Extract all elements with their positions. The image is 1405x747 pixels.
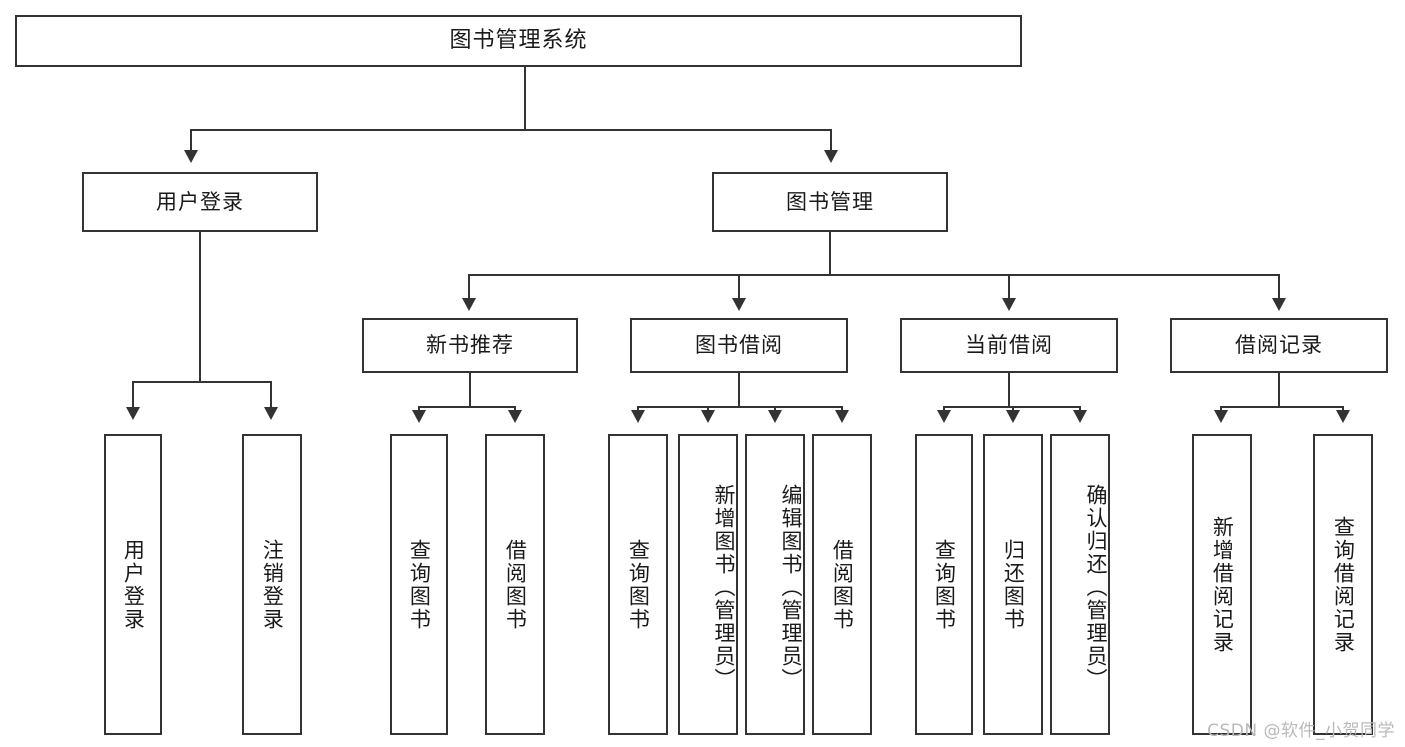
edge-book-borrow-bus bbox=[637, 406, 843, 408]
node-user-login-label: 用户登录 bbox=[156, 189, 244, 214]
node-leaf-add-book-admin-label: 新增图书（管理员） bbox=[712, 484, 736, 691]
edge-user-login-bus bbox=[132, 381, 271, 383]
arrowhead-borrow-record-leaf-2 bbox=[1336, 410, 1350, 423]
node-new-book-recommend[interactable]: 新书推荐 bbox=[362, 318, 578, 373]
node-leaf-edit-book-admin-label: 编辑图书（管理员） bbox=[779, 484, 803, 691]
arrowhead-book-borrow-leaf-1 bbox=[631, 410, 645, 423]
edge-book-manage-drop-3 bbox=[1008, 274, 1010, 302]
edge-book-borrow-drop-4 bbox=[841, 406, 843, 412]
edge-root-to-book-manage bbox=[830, 129, 832, 155]
arrowhead-current-borrow-leaf-2 bbox=[1006, 410, 1020, 423]
node-new-book-recommend-label: 新书推荐 bbox=[426, 333, 514, 357]
node-leaf-add-record[interactable]: 新增借阅记录 bbox=[1192, 434, 1252, 735]
node-leaf-add-book-admin[interactable]: 新增图书（管理员） bbox=[678, 434, 738, 735]
node-book-borrow-label: 图书借阅 bbox=[695, 333, 783, 357]
arrowhead-user-login-leaf-1 bbox=[126, 407, 140, 420]
edge-root-to-user-login bbox=[190, 129, 192, 155]
node-leaf-query-record-label: 查询借阅记录 bbox=[1331, 515, 1356, 654]
arrowhead-current-borrow-leaf-3 bbox=[1073, 410, 1087, 423]
node-book-borrow[interactable]: 图书借阅 bbox=[630, 318, 848, 373]
node-leaf-add-record-label: 新增借阅记录 bbox=[1210, 515, 1235, 654]
node-leaf-query-book-1[interactable]: 查询图书 bbox=[390, 434, 448, 735]
arrowhead-root-to-user-login bbox=[184, 150, 198, 163]
node-borrow-record-label: 借阅记录 bbox=[1235, 333, 1323, 357]
node-leaf-logout-label: 注销登录 bbox=[260, 538, 285, 631]
edge-root-stem bbox=[524, 67, 526, 130]
arrowhead-user-login-leaf-2 bbox=[264, 407, 278, 420]
node-leaf-query-record[interactable]: 查询借阅记录 bbox=[1313, 434, 1373, 735]
node-user-login[interactable]: 用户登录 bbox=[82, 172, 318, 232]
edge-new-book-recommend-drop-2 bbox=[514, 406, 516, 412]
node-leaf-return-book[interactable]: 归还图书 bbox=[983, 434, 1043, 735]
node-leaf-query-book-2-label: 查询图书 bbox=[626, 538, 651, 631]
edge-borrow-record-drop-2 bbox=[1342, 406, 1344, 412]
edge-current-borrow-drop-1 bbox=[943, 406, 945, 412]
node-borrow-record[interactable]: 借阅记录 bbox=[1170, 318, 1388, 373]
arrowhead-book-manage-to-borrow-record bbox=[1272, 298, 1286, 311]
node-book-manage-label: 图书管理 bbox=[786, 189, 874, 214]
node-book-manage[interactable]: 图书管理 bbox=[712, 172, 948, 232]
node-leaf-edit-book-admin[interactable]: 编辑图书（管理员） bbox=[745, 434, 805, 735]
edge-borrow-record-drop-1 bbox=[1220, 406, 1222, 412]
edge-current-borrow-stem bbox=[1008, 373, 1010, 407]
edge-root-bus bbox=[190, 129, 832, 131]
arrowhead-root-to-book-manage bbox=[824, 150, 838, 163]
node-leaf-borrow-book-2[interactable]: 借阅图书 bbox=[812, 434, 872, 735]
node-root-label: 图书管理系统 bbox=[449, 28, 588, 53]
node-leaf-query-book-3[interactable]: 查询图书 bbox=[915, 434, 973, 735]
arrowhead-borrow-record-leaf-1 bbox=[1214, 410, 1228, 423]
edge-new-book-recommend-drop-1 bbox=[418, 406, 420, 412]
node-leaf-borrow-book-1[interactable]: 借阅图书 bbox=[485, 434, 545, 735]
edge-current-borrow-drop-3 bbox=[1079, 406, 1081, 412]
node-leaf-borrow-book-1-label: 借阅图书 bbox=[503, 538, 528, 631]
arrowhead-book-borrow-leaf-2 bbox=[701, 410, 715, 423]
node-current-borrow[interactable]: 当前借阅 bbox=[900, 318, 1118, 373]
edge-book-borrow-stem bbox=[738, 373, 740, 407]
arrowhead-book-borrow-leaf-3 bbox=[768, 410, 782, 423]
arrowhead-book-manage-to-book-borrow bbox=[732, 298, 746, 311]
edge-new-book-recommend-bus bbox=[418, 406, 516, 408]
edge-user-login-drop-2 bbox=[270, 381, 272, 411]
node-leaf-confirm-return[interactable]: 确认归还（管理员） bbox=[1050, 434, 1110, 735]
node-current-borrow-label: 当前借阅 bbox=[965, 333, 1053, 357]
node-leaf-confirm-return-label: 确认归还（管理员） bbox=[1084, 484, 1108, 691]
arrowhead-current-borrow-leaf-1 bbox=[937, 410, 951, 423]
edge-book-borrow-drop-3 bbox=[774, 406, 776, 412]
node-leaf-return-book-label: 归还图书 bbox=[1001, 538, 1026, 631]
node-leaf-logout[interactable]: 注销登录 bbox=[242, 434, 302, 735]
edge-book-manage-drop-2 bbox=[738, 274, 740, 302]
edge-borrow-record-stem bbox=[1278, 373, 1280, 407]
edge-book-borrow-drop-2 bbox=[707, 406, 709, 412]
node-leaf-query-book-3-label: 查询图书 bbox=[932, 538, 957, 631]
node-leaf-query-book-2[interactable]: 查询图书 bbox=[608, 434, 668, 735]
node-root[interactable]: 图书管理系统 bbox=[15, 15, 1022, 67]
node-leaf-user-login[interactable]: 用户登录 bbox=[104, 434, 162, 735]
node-leaf-query-book-1-label: 查询图书 bbox=[407, 538, 432, 631]
arrowhead-book-borrow-leaf-4 bbox=[835, 410, 849, 423]
edge-book-manage-drop-1 bbox=[468, 274, 470, 302]
edge-current-borrow-drop-2 bbox=[1012, 406, 1014, 412]
edge-book-manage-drop-4 bbox=[1278, 274, 1280, 302]
arrowhead-book-manage-to-new-book-recommend bbox=[462, 298, 476, 311]
node-leaf-borrow-book-2-label: 借阅图书 bbox=[830, 538, 855, 631]
edge-new-book-recommend-stem bbox=[469, 373, 471, 407]
arrowhead-book-manage-to-current-borrow bbox=[1002, 298, 1016, 311]
edge-book-borrow-drop-1 bbox=[637, 406, 639, 412]
edge-current-borrow-bus bbox=[943, 406, 1080, 408]
node-leaf-user-login-label: 用户登录 bbox=[121, 538, 146, 631]
arrowhead-new-book-recommend-leaf-1 bbox=[412, 410, 426, 423]
edge-book-manage-stem bbox=[829, 232, 831, 275]
edge-book-manage-bus bbox=[468, 274, 1280, 276]
edge-user-login-stem bbox=[199, 232, 201, 382]
arrowhead-new-book-recommend-leaf-2 bbox=[508, 410, 522, 423]
edge-borrow-record-bus bbox=[1220, 406, 1344, 408]
edge-user-login-drop-1 bbox=[132, 381, 134, 411]
